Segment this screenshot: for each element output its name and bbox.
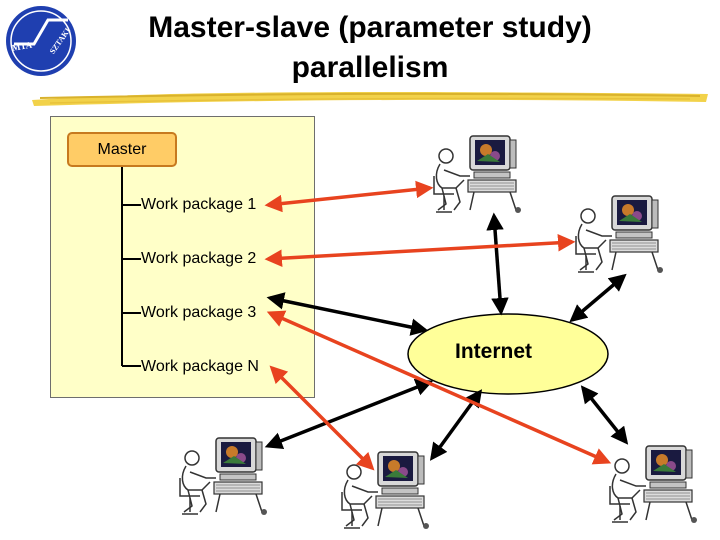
dispatch-wp2-pc2 xyxy=(264,234,576,267)
work-package-2: Work package 2 xyxy=(141,249,257,269)
master-node: Master xyxy=(67,132,177,167)
link-internet-pc5 xyxy=(580,385,629,445)
workstation-user-icon xyxy=(575,195,664,274)
dispatch-wpn-pc4 xyxy=(269,365,375,471)
link-internet-pc3 xyxy=(264,379,434,449)
workstation-user-icon xyxy=(433,135,522,214)
title-underline-stroke xyxy=(32,92,708,106)
internet-label: Internet xyxy=(455,340,533,363)
title-line-2: parallelism xyxy=(291,51,449,84)
work-package-3: Work package 3 xyxy=(141,303,257,323)
link-internet-pc1 xyxy=(486,212,509,316)
work-package-1: Work package 1 xyxy=(141,195,257,215)
dispatch-wp3-pc5 xyxy=(266,310,612,465)
link-internet-pc2 xyxy=(569,273,627,323)
workstation-user-icon xyxy=(341,451,430,530)
title-line-1: Master-slave (parameter study) xyxy=(148,11,592,44)
work-package-n: Work package N xyxy=(141,357,259,377)
slide-title: Master-slave (parameter study) paralleli… xyxy=(90,8,650,88)
workstation-user-icon xyxy=(609,445,698,524)
dispatch-wp1-pc1 xyxy=(264,180,434,213)
institute-logo-icon: MTA SZTAKI xyxy=(6,6,76,76)
tree-connectors xyxy=(121,167,141,367)
workstation-user-icon xyxy=(179,437,268,516)
logo-left-text: MTA xyxy=(11,40,33,53)
link-wp3-internet xyxy=(266,292,429,336)
